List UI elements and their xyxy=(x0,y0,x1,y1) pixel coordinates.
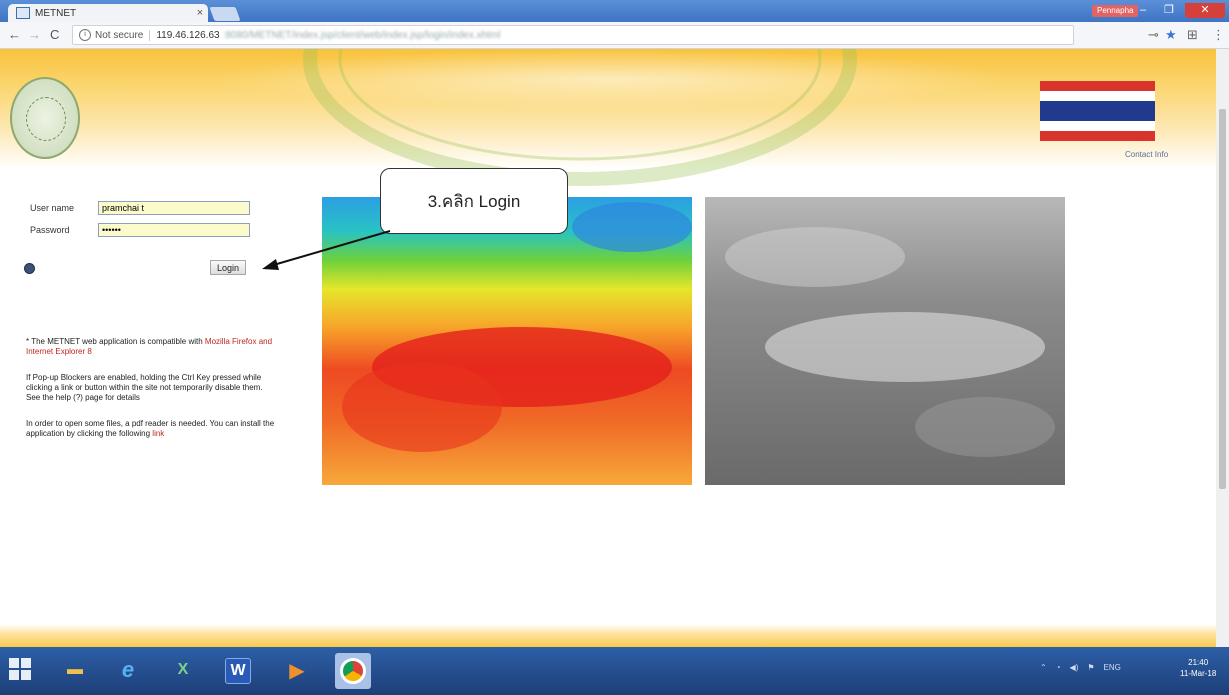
username-input[interactable] xyxy=(98,201,250,215)
windows-taskbar: ▬ e X W ▶ ⌃ ◔ ◀) ⚑ ENG 21:40 11-Mar-18 xyxy=(0,647,1229,695)
tab-title: METNET xyxy=(35,7,77,19)
minimize-button[interactable]: – xyxy=(1139,4,1147,16)
pdf-reader-link[interactable]: link xyxy=(152,429,165,438)
window-user-badge[interactable]: Pennapha xyxy=(1092,5,1139,17)
help-icon[interactable] xyxy=(24,263,35,274)
extension-icon[interactable]: ⊞ xyxy=(1187,27,1198,42)
internet-explorer-icon[interactable]: e xyxy=(121,657,135,682)
chrome-icon[interactable] xyxy=(335,653,371,689)
footer-band xyxy=(0,624,1216,647)
address-bar[interactable]: i Not secure 119.46.126.63 :8080/METNET/… xyxy=(72,25,1074,45)
flag-notification-icon[interactable]: ⚑ xyxy=(1087,663,1095,672)
note-popup-blocker: If Pop-up Blockers are enabled, holding … xyxy=(26,373,263,402)
back-arrow-icon[interactable]: ← xyxy=(8,27,21,42)
page-content: Contact Info User name Password Login * … xyxy=(0,49,1216,647)
password-label: Password xyxy=(30,225,70,235)
page-favicon-icon xyxy=(16,7,30,19)
logo-emblem-icon xyxy=(26,97,66,141)
department-logo xyxy=(10,77,80,159)
excel-icon[interactable]: X xyxy=(177,661,189,678)
info-icon[interactable]: i xyxy=(79,29,91,41)
note-pdf-reader: In order to open some files, a pdf reade… xyxy=(26,419,275,438)
password-input[interactable] xyxy=(98,223,250,237)
taskbar-clock[interactable]: 21:40 11-Mar-18 xyxy=(1180,658,1217,678)
maximize-button[interactable]: ❐ xyxy=(1164,4,1174,16)
close-window-button[interactable]: ✕ xyxy=(1185,3,1225,18)
forward-arrow-icon[interactable]: → xyxy=(28,27,41,42)
scrollbar-thumb[interactable] xyxy=(1219,109,1226,489)
volume-icon[interactable]: ◀) xyxy=(1069,663,1079,672)
username-label: User name xyxy=(30,203,75,213)
contact-info-link[interactable]: Contact Info xyxy=(1125,150,1169,159)
header-glow xyxy=(210,49,1010,109)
new-tab-button[interactable] xyxy=(209,7,241,21)
security-label: Not secure xyxy=(95,29,144,41)
system-tray: ⌃ ◔ ◀) ⚑ ENG xyxy=(1040,663,1121,672)
bookmark-star-icon[interactable]: ★ xyxy=(1165,27,1177,42)
browser-menu-icon[interactable]: ⋮ xyxy=(1212,27,1225,42)
browser-tab[interactable]: METNET × xyxy=(8,4,208,22)
url-path: :8080/METNET/index.jsp/client/web/index.… xyxy=(222,29,501,41)
key-icon[interactable]: ⊸ xyxy=(1148,27,1159,42)
address-toolbar: ← → C i Not secure 119.46.126.63 :8080/M… xyxy=(0,22,1229,49)
windows-start-icon[interactable] xyxy=(9,658,31,680)
instruction-callout: 3.คลิก Login xyxy=(380,168,568,234)
notes-section: * The METNET web application is compatib… xyxy=(26,337,276,455)
input-language[interactable]: ENG xyxy=(1103,663,1121,672)
media-player-icon[interactable]: ▶ xyxy=(289,659,305,682)
note-compatibility: * The METNET web application is compatib… xyxy=(26,337,273,356)
tab-close-icon[interactable]: × xyxy=(196,7,204,19)
login-button[interactable]: Login xyxy=(210,260,247,275)
password-row: Password xyxy=(30,223,250,237)
tray-arrow-icon[interactable]: ⌃ xyxy=(1040,663,1047,672)
page-scrollbar[interactable] xyxy=(1216,49,1229,647)
callout-arrow xyxy=(262,230,391,270)
url-host: 119.46.126.63 xyxy=(149,29,220,41)
browser-title-bar: METNET × Pennapha – ❐ ✕ xyxy=(0,0,1229,22)
browser-compat-link[interactable]: Mozilla Firefox and Internet Explorer 8 xyxy=(26,337,273,356)
username-row: User name xyxy=(30,201,250,215)
reload-icon[interactable]: C xyxy=(50,27,60,42)
temperature-satellite-image xyxy=(322,197,692,485)
word-icon[interactable]: W xyxy=(225,658,251,684)
network-icon[interactable]: ◔ xyxy=(1055,663,1061,672)
infrared-satellite-image xyxy=(705,197,1065,485)
thai-flag xyxy=(1040,81,1155,141)
file-explorer-icon[interactable]: ▬ xyxy=(67,661,83,678)
